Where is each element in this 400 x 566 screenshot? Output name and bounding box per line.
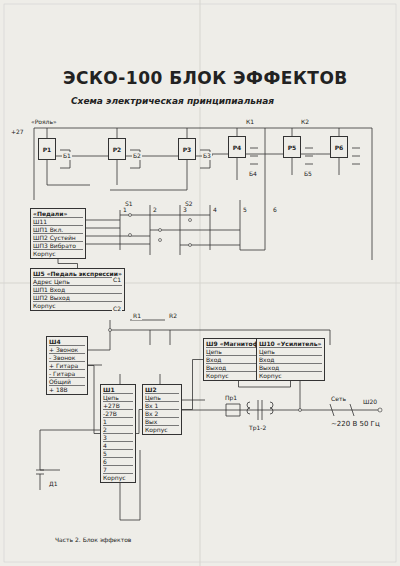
part-label: Тр1-2: [248, 424, 267, 432]
relay-box: Р1: [38, 138, 56, 160]
relay-box: Р2: [108, 138, 126, 160]
wire-connector: [58, 259, 78, 268]
relay-box: Р4: [228, 136, 246, 158]
table-heading: Р2: [111, 146, 123, 153]
table-heading: Ш1: [103, 386, 133, 394]
connector-table: «Педали»Ш11ШП1 Вкл.ШП2 СустейнШП3 Вибрат…: [30, 208, 86, 259]
connector-table: Ш1Цепь+27В-27В1234567Корпус: [100, 384, 136, 483]
part-label: Б3: [202, 152, 212, 160]
part-label: R1: [132, 312, 142, 320]
wire-connector: [239, 381, 291, 387]
part-label: 3: [182, 206, 188, 214]
table-row: Корпус: [145, 426, 179, 433]
part-label: К1: [245, 118, 255, 126]
part-label: 6: [272, 206, 278, 214]
wire-connector: [246, 154, 283, 155]
table-row: ШП2 Сустейн: [33, 234, 83, 242]
note: Часть 2. Блок эффектов: [54, 536, 132, 544]
table-row: Корпус: [33, 250, 83, 257]
table-heading: Р6: [333, 144, 345, 151]
table-row: 1: [103, 418, 133, 426]
relay-box: Р5: [283, 136, 301, 158]
connector-table: Ш2ЦепьВх 1Вх 2ВыхКорпус: [142, 384, 182, 435]
wire-connector: [182, 360, 203, 410]
table-heading: Ш10 «Усилитель»: [259, 340, 322, 348]
table-row: - Звонок: [49, 354, 85, 362]
table-row: 2: [103, 426, 133, 434]
table-heading: «Педали»: [33, 210, 83, 218]
table-heading: Р5: [286, 144, 298, 151]
table-row: Вх 2: [145, 410, 179, 418]
table-row: ШП1 Вход: [33, 286, 122, 294]
part-label: Ш20: [362, 398, 378, 406]
table-heading: Р3: [181, 146, 193, 153]
table-row: Корпус: [259, 372, 322, 379]
part-label: К2: [300, 118, 310, 126]
table-row: + Гитара: [49, 362, 85, 370]
wire-connector: [88, 366, 100, 434]
table-row: + Звонок: [49, 346, 85, 354]
diagram-title: ЭСКО-100 БЛОК ЭФФЕКТОВ: [62, 68, 349, 88]
table-row: 3: [103, 434, 133, 442]
part-label: 2: [152, 206, 158, 214]
table-row: ШП1 Вкл.: [33, 226, 83, 234]
table-row: 5: [103, 450, 133, 458]
part-label: Б4: [248, 170, 258, 178]
part-label: C2: [112, 305, 122, 313]
table-row: Выход: [259, 364, 322, 372]
wire-connector: [196, 154, 228, 156]
connector-table: Ш5 «Педаль экспрессии»Адрес ЦепьШП1 Вход…: [30, 268, 125, 311]
table-row: Общий: [49, 378, 85, 386]
part-label: R2: [168, 312, 178, 320]
table-heading: Ш2: [145, 386, 179, 394]
part-label: ~220 В 50 Гц: [330, 420, 381, 429]
table-row: Вх 1: [145, 402, 179, 410]
table-row: 4: [103, 442, 133, 450]
relay-box: Р3: [178, 138, 196, 160]
table-row: Цепь: [103, 394, 133, 402]
part-label: 4: [212, 206, 218, 214]
table-row: - Гитара: [49, 370, 85, 378]
part-label: C1: [112, 276, 122, 284]
subtitle: Схема электрическая принципиальная: [70, 96, 275, 107]
table-heading: Ш4: [49, 338, 85, 346]
part-label: 1: [122, 206, 128, 214]
connector-table: Ш4+ Звонок- Звонок+ Гитара- ГитараОбщий+…: [46, 336, 88, 395]
part-label: Пр1: [224, 394, 238, 402]
table-row: 6: [103, 458, 133, 466]
part-label: Д1: [48, 480, 59, 488]
table-row: ШП2 Выход: [33, 294, 122, 302]
table-row: ШП3 Вибрато: [33, 242, 83, 250]
table-heading: Р4: [231, 144, 243, 151]
part-label: «Рояль»: [30, 118, 58, 126]
part-label: 5: [242, 206, 248, 214]
part-label: +27: [10, 128, 25, 136]
wire-connector: [301, 154, 330, 155]
table-row: Цепь: [145, 394, 179, 402]
part-label: Б5: [303, 170, 313, 178]
table-row: +27В: [103, 402, 133, 410]
table-heading: Ш5 «Педаль экспрессии»: [33, 270, 122, 278]
table-row: 7: [103, 466, 133, 474]
table-row: Ш11: [33, 218, 83, 226]
table-row: Корпус: [33, 302, 122, 309]
table-row: Корпус: [103, 474, 133, 481]
table-row: Цепь: [259, 348, 322, 356]
table-row: Адрес Цепь: [33, 278, 122, 286]
table-row: -27В: [103, 410, 133, 418]
table-heading: Р1: [41, 146, 53, 153]
table-row: Вход: [259, 356, 322, 364]
connector-table: Ш10 «Усилитель»ЦепьВходВыходКорпус: [256, 338, 325, 381]
table-row: Вых: [145, 418, 179, 426]
table-row: + 18В: [49, 386, 85, 393]
part-label: Сеть: [330, 395, 347, 403]
part-label: Б1: [62, 152, 72, 160]
part-label: Б2: [132, 152, 142, 160]
relay-box: Р6: [330, 136, 348, 158]
